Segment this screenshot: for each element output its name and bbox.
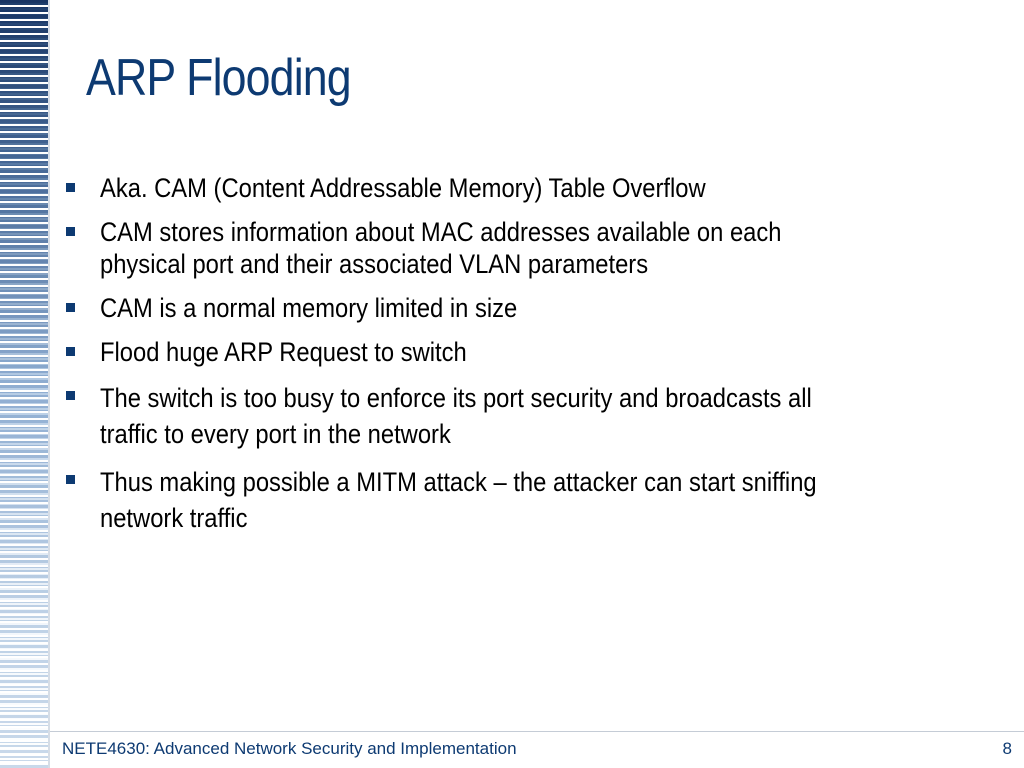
sidebar-stripes — [0, 0, 48, 768]
bullet-line: The switch is too busy to enforce its po… — [100, 383, 812, 413]
footer-course-title: NETE4630: Advanced Network Security and … — [62, 739, 517, 758]
bullet-text: Thus making possible a MITM attack – the… — [100, 464, 980, 536]
bullet-line: CAM stores information about MAC address… — [100, 217, 782, 247]
sidebar-edge — [48, 0, 50, 768]
square-bullet-icon — [66, 303, 75, 312]
bullet-line: physical port and their associated VLAN … — [100, 249, 649, 279]
bullet-item: The switch is too busy to enforce its po… — [66, 380, 966, 452]
square-bullet-icon — [66, 391, 75, 400]
square-bullet-icon — [66, 183, 75, 192]
slide-title: ARP Flooding — [86, 49, 352, 107]
square-bullet-icon — [66, 475, 75, 484]
bullet-text: CAM is a normal memory limited in size — [100, 293, 518, 323]
bullet-text: CAM stores information about MAC address… — [100, 216, 980, 280]
bullet-text: Flood huge ARP Request to switch — [100, 337, 467, 367]
bullet-item: CAM is a normal memory limited in size — [66, 292, 966, 324]
bullet-list: Aka. CAM (Content Addressable Memory) Ta… — [66, 172, 966, 548]
bullet-text: The switch is too busy to enforce its po… — [100, 380, 980, 452]
bullet-item: Aka. CAM (Content Addressable Memory) Ta… — [66, 172, 966, 204]
bullet-item: CAM stores information about MAC address… — [66, 216, 966, 280]
square-bullet-icon — [66, 227, 75, 236]
bullet-line: Thus making possible a MITM attack – the… — [100, 467, 817, 497]
square-bullet-icon — [66, 347, 75, 356]
page-number: 8 — [1002, 739, 1012, 758]
bullet-line: network traffic — [100, 503, 248, 533]
bullet-item: Flood huge ARP Request to switch — [66, 336, 966, 368]
bullet-text: Aka. CAM (Content Addressable Memory) Ta… — [100, 173, 706, 203]
bullet-item: Thus making possible a MITM attack – the… — [66, 464, 966, 536]
bullet-line: traffic to every port in the network — [100, 419, 451, 449]
footer-divider — [50, 731, 1024, 732]
